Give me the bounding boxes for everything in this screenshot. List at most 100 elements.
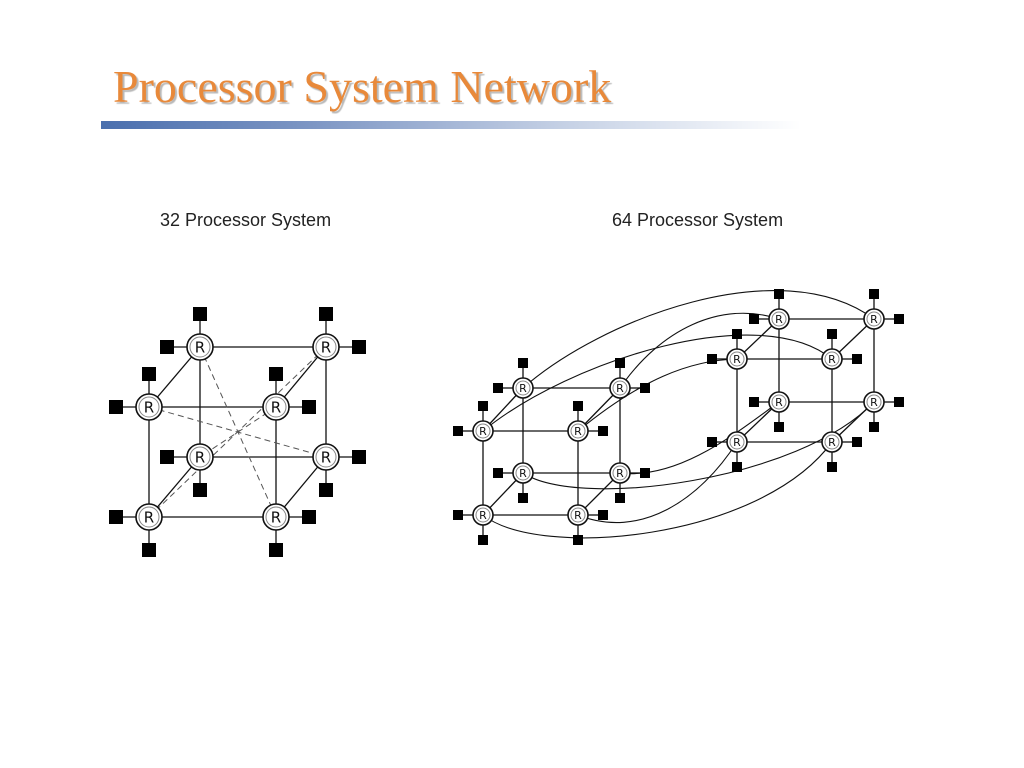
router-label: R bbox=[321, 449, 331, 467]
processor-box bbox=[894, 397, 904, 407]
router-node bbox=[135, 393, 163, 421]
router-node-ring bbox=[189, 446, 211, 468]
router-label: R bbox=[733, 436, 741, 449]
processor-box bbox=[827, 462, 837, 472]
processor-box bbox=[478, 401, 488, 411]
router-node-ring bbox=[570, 507, 586, 523]
router-label: R bbox=[733, 353, 741, 366]
processor-box bbox=[193, 307, 207, 321]
router-label: R bbox=[616, 467, 624, 480]
processor-boxes bbox=[109, 289, 904, 557]
processor-box bbox=[319, 483, 333, 497]
router-node-ring bbox=[771, 394, 787, 410]
router-node bbox=[312, 443, 340, 471]
processor-box bbox=[640, 468, 650, 478]
processor-box bbox=[707, 354, 717, 364]
router-label: R bbox=[574, 425, 582, 438]
dashed-cross-link bbox=[199, 406, 277, 458]
processor-box bbox=[160, 340, 174, 354]
processor-box bbox=[573, 535, 583, 545]
inter-cube-arc bbox=[619, 312, 780, 389]
title-underline bbox=[101, 121, 801, 129]
processor-box bbox=[109, 400, 123, 414]
inter-cube-arc bbox=[619, 401, 780, 475]
processor-box bbox=[598, 510, 608, 520]
inter-cube-arc bbox=[522, 290, 875, 389]
router-node bbox=[262, 503, 290, 531]
processor-box bbox=[302, 510, 316, 524]
processor-box bbox=[749, 314, 759, 324]
router-label: R bbox=[479, 509, 487, 522]
processor-box bbox=[774, 289, 784, 299]
processor-box bbox=[160, 450, 174, 464]
router-node-ring bbox=[612, 380, 628, 396]
processor-box bbox=[640, 383, 650, 393]
processor-box bbox=[869, 289, 879, 299]
router-label: R bbox=[775, 396, 783, 409]
processor-box bbox=[352, 340, 366, 354]
router-node-ring bbox=[570, 423, 586, 439]
router-node-ring bbox=[729, 351, 745, 367]
router-label: R bbox=[271, 399, 281, 417]
network-links bbox=[116, 290, 899, 550]
router-label: R bbox=[479, 425, 487, 438]
router-node-ring bbox=[729, 434, 745, 450]
processor-box bbox=[109, 510, 123, 524]
router-node-ring bbox=[515, 465, 531, 481]
router-node bbox=[186, 333, 214, 361]
router-label: R bbox=[828, 353, 836, 366]
router-node-ring bbox=[866, 394, 882, 410]
router-node-ring bbox=[475, 507, 491, 523]
processor-box bbox=[827, 329, 837, 339]
router-node bbox=[312, 333, 340, 361]
router-label: R bbox=[870, 396, 878, 409]
router-label: R bbox=[144, 399, 154, 417]
processor-box bbox=[193, 483, 207, 497]
inter-cube-arc bbox=[577, 441, 738, 524]
processor-box bbox=[774, 422, 784, 432]
processor-box bbox=[573, 401, 583, 411]
router-label: R bbox=[195, 449, 205, 467]
router-node-ring bbox=[265, 396, 287, 418]
inter-cube-arc bbox=[482, 441, 833, 539]
inter-cube-arc bbox=[577, 358, 738, 432]
processor-box bbox=[493, 468, 503, 478]
router-label: R bbox=[616, 382, 624, 395]
router-node-ring bbox=[771, 311, 787, 327]
processor-box bbox=[478, 535, 488, 545]
router-node-ring bbox=[138, 396, 160, 418]
router-node-ring bbox=[315, 336, 337, 358]
router-label: R bbox=[195, 339, 205, 357]
router-node-ring bbox=[315, 446, 337, 468]
processor-box bbox=[852, 354, 862, 364]
processor-box bbox=[598, 426, 608, 436]
router-label: R bbox=[519, 382, 527, 395]
processor-box bbox=[852, 437, 862, 447]
processor-box bbox=[615, 493, 625, 503]
caption-64-processor-system: 64 Processor System bbox=[612, 210, 784, 230]
router-label: R bbox=[870, 313, 878, 326]
router-node-ring bbox=[612, 465, 628, 481]
router-node-ring bbox=[866, 311, 882, 327]
processor-box bbox=[732, 329, 742, 339]
slide-title: Processor System Network bbox=[113, 61, 612, 112]
inter-cube-arc bbox=[522, 401, 875, 490]
router-label: R bbox=[828, 436, 836, 449]
router-label: R bbox=[574, 509, 582, 522]
processor-box bbox=[142, 367, 156, 381]
router-label: R bbox=[775, 313, 783, 326]
router-label: R bbox=[519, 467, 527, 480]
router-node-ring bbox=[515, 380, 531, 396]
processor-box bbox=[319, 307, 333, 321]
router-node-ring bbox=[824, 351, 840, 367]
router-node-ring bbox=[189, 336, 211, 358]
processor-box bbox=[615, 358, 625, 368]
processor-box bbox=[302, 400, 316, 414]
processor-box bbox=[142, 543, 156, 557]
processor-box bbox=[518, 493, 528, 503]
processor-box bbox=[518, 358, 528, 368]
processor-box bbox=[732, 462, 742, 472]
